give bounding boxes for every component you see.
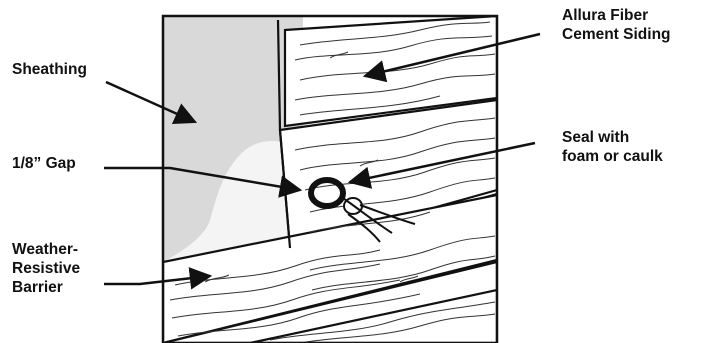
label-gap: 1/8” Gap xyxy=(12,155,76,172)
wall-outline xyxy=(161,14,499,343)
arrow-sheathing xyxy=(105,80,198,124)
label-sheathing: Sheathing xyxy=(12,61,87,78)
arrow-gap xyxy=(104,166,303,198)
label-barrier: Weather- Resistive Barrier xyxy=(12,241,81,296)
arrow-barrier xyxy=(104,267,213,290)
arrow-seal xyxy=(347,141,536,189)
pipe-penetration xyxy=(308,177,416,243)
label-seal: Seal with foam or caulk xyxy=(562,129,663,165)
leader-arrows xyxy=(104,32,541,290)
label-siding: Allura Fiber Cement Siding xyxy=(562,7,671,43)
gap-slot xyxy=(276,19,292,249)
arrow-siding xyxy=(362,32,541,83)
wood-grain xyxy=(169,21,496,343)
siding-board-lower xyxy=(163,193,497,343)
